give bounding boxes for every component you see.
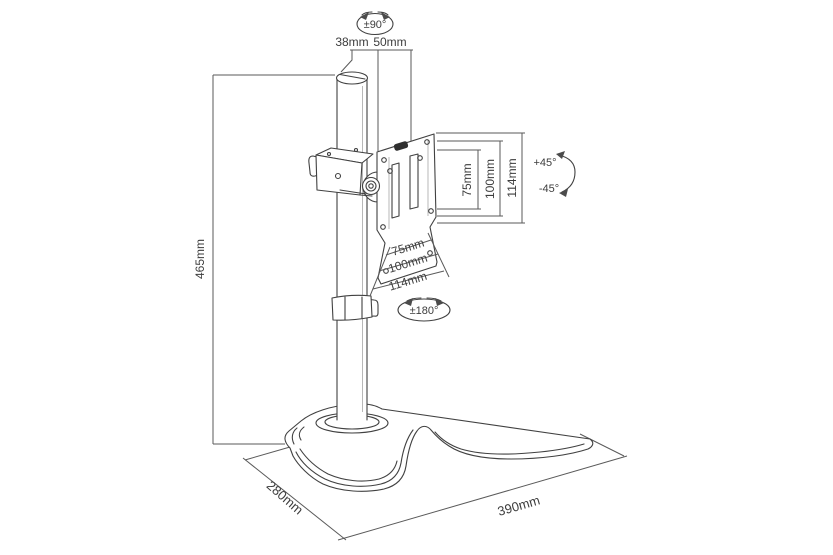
height-dimension: 465mm	[193, 74, 335, 445]
clamp-screw-1	[326, 151, 332, 157]
dim-v75	[437, 149, 481, 210]
swivel-arcs	[361, 11, 389, 16]
dim-h75	[385, 239, 432, 256]
dim-h114	[372, 270, 445, 290]
bracket-width-label: 50mm	[373, 35, 406, 49]
pole-cap-seam	[339, 73, 366, 80]
dim-height-lines	[212, 74, 335, 445]
tilt-annotation: +45° -45°	[533, 151, 576, 197]
thumbscrew-knob	[393, 141, 409, 151]
swivel-annotation: ±90°	[356, 11, 394, 36]
vesa-vertical-dimensions: 75mm 100mm 114mm	[436, 132, 525, 224]
rotate-annotation: ±180°	[397, 297, 451, 322]
dim-line-280	[242, 457, 347, 541]
clamp-screw-2	[353, 147, 359, 153]
dim-ext-right-rear	[579, 433, 625, 457]
swivel-ellipse	[356, 12, 394, 36]
dim-v100	[437, 140, 503, 217]
vesa-plate	[376, 133, 438, 285]
tilt-down-label: -45°	[539, 183, 559, 195]
tilt-arrow-up-icon	[556, 151, 565, 159]
dim-h-connectors	[369, 232, 450, 297]
tilt-up-label: +45°	[533, 157, 556, 169]
pole-height-label: 465mm	[193, 239, 207, 279]
stand-artwork	[284, 71, 594, 492]
vesa-v100-label: 100mm	[483, 159, 497, 199]
rotate-arcs	[406, 297, 442, 302]
tilt-arc	[558, 154, 576, 193]
vesa-holes	[380, 139, 434, 274]
cable-clip	[331, 294, 379, 321]
top-dimensions: 38mm 50mm	[335, 35, 413, 151]
clamp-face-screw	[334, 172, 342, 180]
dim-ext-left-rear	[244, 446, 291, 461]
rotate-label: ±180°	[410, 305, 439, 317]
pole-diameter-label: 38mm	[335, 35, 368, 49]
base-foot-ridge	[291, 426, 305, 445]
swivel-arrow-left-icon	[360, 12, 369, 20]
pole-cap	[335, 71, 369, 85]
pole-edges	[336, 78, 368, 421]
base-depth-label: 280mm	[264, 478, 307, 518]
rotate-arrow-right-icon	[435, 298, 444, 306]
rotate-ellipse	[397, 298, 451, 322]
dim-v114	[436, 132, 525, 224]
base-rim-inner	[299, 448, 398, 482]
cable-clip-band	[331, 294, 373, 321]
cable-clip-lines	[344, 296, 363, 321]
vesa-v75-label: 75mm	[460, 163, 474, 196]
pivot-boss	[361, 176, 381, 196]
swivel-label: ±90°	[364, 19, 387, 31]
base-rim-right	[434, 431, 585, 455]
base-rim-left	[295, 429, 414, 487]
tilt-arrow-down-icon	[559, 189, 568, 197]
dim-line-390	[337, 455, 628, 541]
pivot-gusset	[339, 189, 373, 197]
swivel-arrow-right-icon	[381, 12, 390, 20]
dim-leader-pole	[340, 50, 353, 73]
vesa-slot-left	[391, 162, 400, 219]
vesa-v114-label: 114mm	[505, 158, 519, 197]
rotate-arrow-left-icon	[404, 298, 413, 306]
base-width-label: 390mm	[496, 492, 542, 518]
vesa-slot-right	[409, 153, 419, 210]
dim-h100	[378, 253, 439, 272]
